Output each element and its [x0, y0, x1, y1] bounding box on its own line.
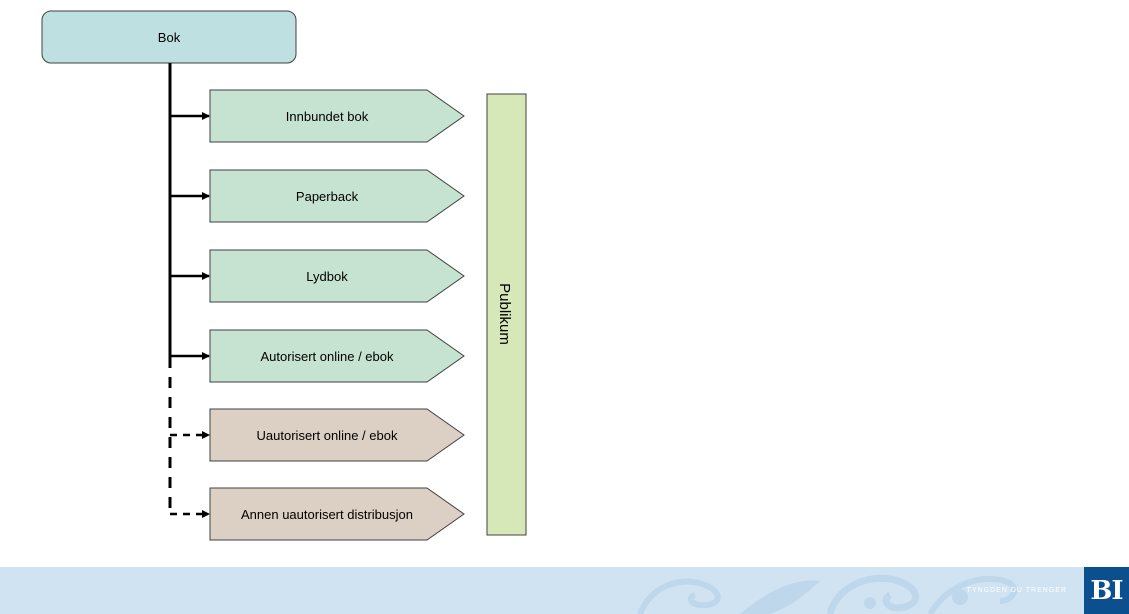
bi-logo: BI: [1084, 567, 1129, 614]
output-node-label: Paperback: [296, 189, 359, 204]
output-node-shape: [209, 329, 465, 383]
output-node-3: Lydbok: [209, 249, 465, 303]
output-node-2: Paperback: [209, 169, 465, 223]
footer-banner: TYNGDEN DU TRENGER BI: [0, 567, 1129, 614]
footer-ornament: [637, 574, 1017, 614]
audience-node-label: Publikum: [496, 283, 513, 345]
output-node-label: Lydbok: [306, 269, 348, 284]
audience-node-box: [486, 93, 527, 536]
output-node-shape: [209, 249, 465, 303]
distribution-diagram: Bok Innbundet bokPaperbackLydbokAutorise…: [41, 10, 527, 541]
output-node-label: Annen uautorisert distribusjon: [241, 507, 413, 522]
output-node-label: Autorisert online / ebok: [261, 349, 394, 364]
output-node-4: Autorisert online / ebok: [209, 329, 465, 383]
output-node-6: Annen uautorisert distribusjon: [209, 487, 465, 541]
branches: [170, 112, 210, 518]
audience-node: Publikum: [486, 93, 527, 536]
bi-logo-text: BI: [1090, 575, 1123, 606]
output-node-label: Uautorisert online / ebok: [257, 428, 398, 443]
footer-tagline: TYNGDEN DU TRENGER: [966, 587, 1067, 594]
output-node-shape: [209, 169, 465, 223]
root-node-label: Bok: [158, 30, 181, 45]
output-node-label: Innbundet bok: [286, 109, 369, 124]
output-node-1: Innbundet bok: [209, 89, 465, 143]
output-node-shape: [209, 487, 465, 541]
output-node-shape: [209, 408, 465, 462]
output-node-shape: [209, 89, 465, 143]
root-node: Bok: [41, 10, 297, 64]
output-node-5: Uautorisert online / ebok: [209, 408, 465, 462]
